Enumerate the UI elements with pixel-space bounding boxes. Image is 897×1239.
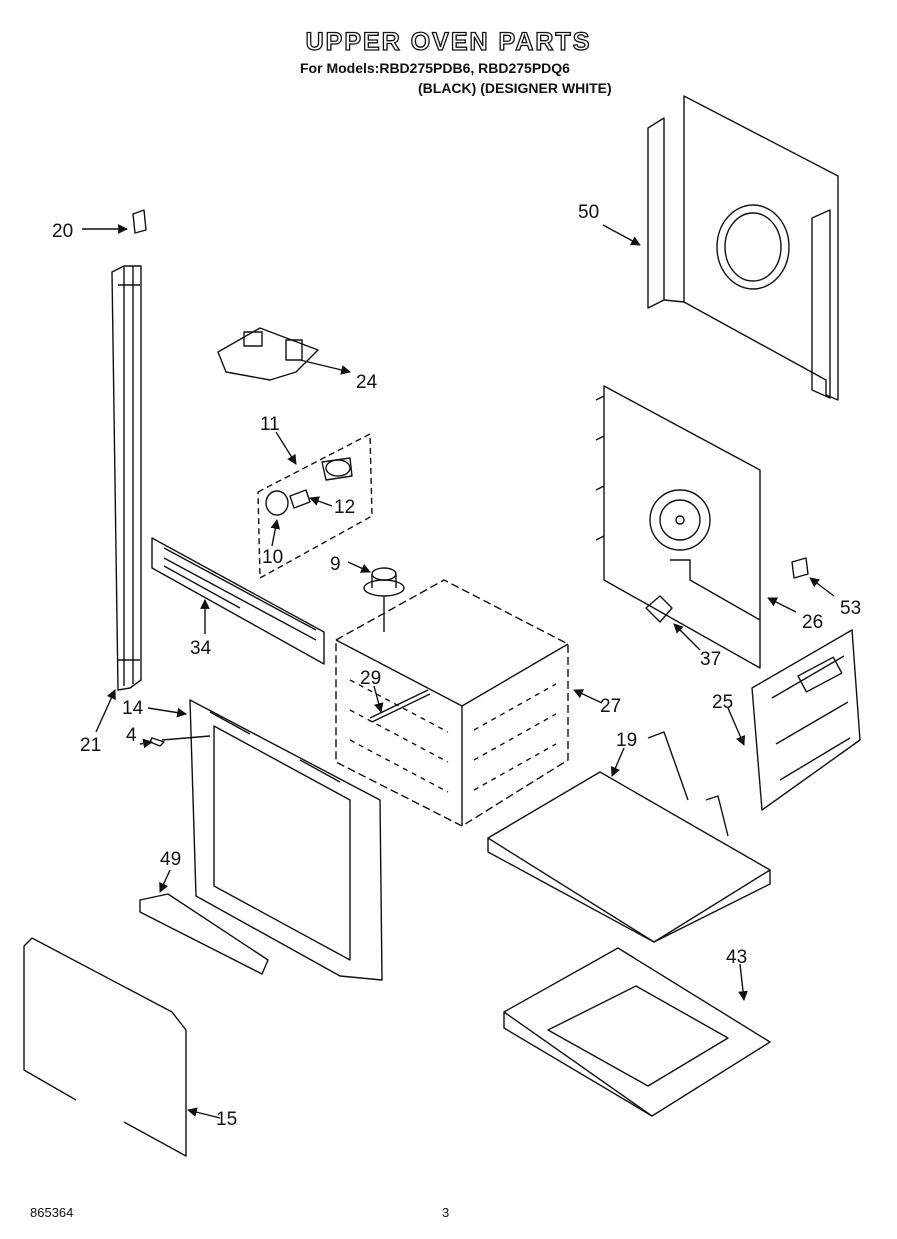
callout-43: 43 (726, 947, 747, 968)
part-37-bracket (645, 595, 701, 651)
parts-10-11-12-knob-assembly (257, 431, 373, 579)
callout-14: 14 (122, 698, 144, 719)
part-4-screw (139, 735, 211, 749)
callout-29: 29 (360, 668, 381, 689)
document-number: 865364 (30, 1205, 74, 1220)
part-19-bottom-tray (487, 731, 771, 943)
part-20-clip (82, 209, 147, 234)
callout-10: 10 (262, 547, 283, 568)
callout-15: 15 (216, 1109, 237, 1130)
part-24-switch-bracket (217, 327, 351, 381)
variants-line: (BLACK) (DESIGNER WHITE) (418, 80, 612, 96)
diagram-title: UPPER OVEN PARTS (305, 27, 592, 56)
part-29-sensor-rod (369, 685, 431, 723)
callout-21: 21 (80, 735, 101, 756)
callout-11: 11 (260, 414, 280, 435)
part-43-bottom-pan (503, 947, 771, 1117)
callout-25: 25 (712, 692, 733, 713)
callout-53: 53 (840, 598, 861, 619)
part-26-rear-liner (595, 385, 797, 669)
part-50-rear-panel (602, 95, 839, 401)
part-27-oven-cavity (335, 579, 603, 827)
callout-9: 9 (330, 554, 341, 575)
callout-27: 27 (600, 696, 621, 717)
part-34-control-trim (151, 537, 325, 665)
callout-4: 4 (126, 725, 137, 746)
callout-34: 34 (190, 638, 212, 659)
callout-20: 20 (52, 221, 73, 242)
models-line: For Models:RBD275PDB6, RBD275PDQ6 (300, 60, 570, 76)
callout-37: 37 (700, 649, 721, 670)
part-49-trim (139, 869, 269, 975)
callout-12: 12 (334, 497, 355, 518)
page-number: 3 (442, 1205, 450, 1220)
part-21-trim-strip (95, 265, 142, 733)
part-14-front-frame (147, 699, 383, 981)
callout-26: 26 (802, 612, 823, 633)
callout-50: 50 (578, 202, 599, 223)
part-9-thermostat (347, 561, 405, 632)
part-15-gasket (23, 937, 221, 1157)
part-25-side-panel (727, 629, 861, 811)
callout-19: 19 (616, 730, 637, 751)
callout-24: 24 (356, 372, 378, 393)
callout-49: 49 (160, 849, 181, 870)
part-53-clip (791, 557, 835, 597)
